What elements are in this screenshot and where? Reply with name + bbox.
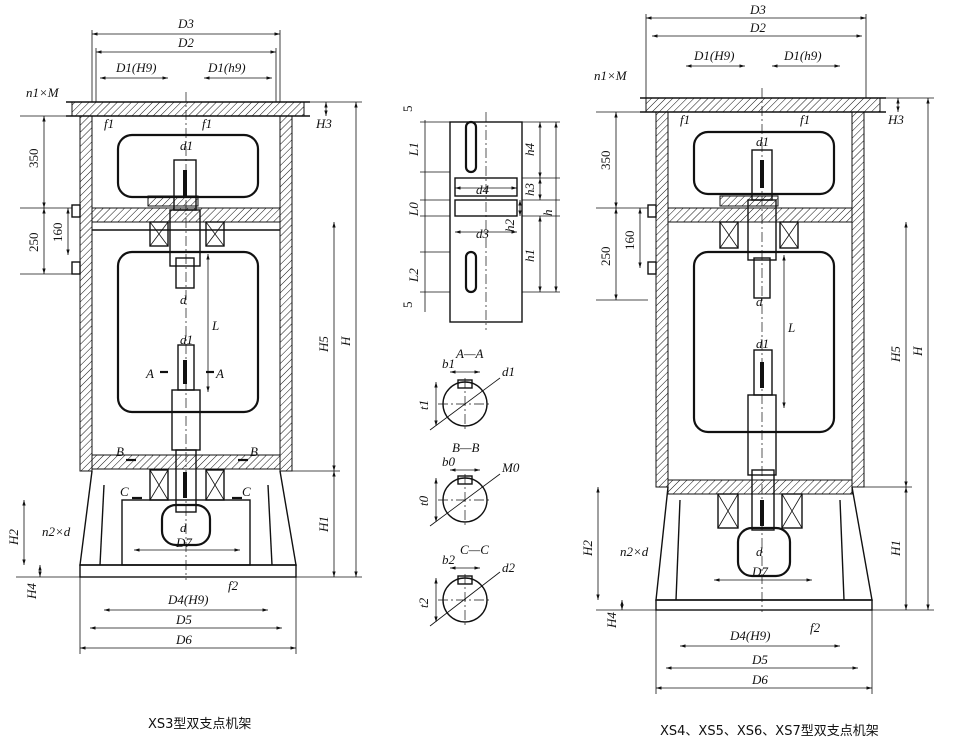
label-H4-right: H4 bbox=[604, 612, 619, 629]
label-d1-mid-left: d1 bbox=[180, 332, 193, 347]
label-D7-right: D7 bbox=[751, 564, 768, 579]
label-d-bottom-left: d bbox=[180, 520, 187, 535]
label-n2d-left: n2×d bbox=[42, 524, 71, 539]
label-H-right: H bbox=[910, 346, 925, 357]
label-section-BB: B—B bbox=[452, 440, 480, 455]
caption-left: XS3型双支点机架 bbox=[148, 717, 251, 732]
label-H5-right: H5 bbox=[888, 346, 903, 363]
label-A1-left: A bbox=[145, 366, 154, 381]
label-D1-h9-right: D1(h9) bbox=[783, 48, 822, 63]
label-D1-H9-left: D1(H9) bbox=[115, 60, 156, 75]
label-d3: d3 bbox=[476, 226, 490, 241]
label-D4H9-left: D4(H9) bbox=[167, 592, 208, 607]
label-H2-right: H2 bbox=[580, 540, 595, 557]
label-L-right: L bbox=[787, 320, 795, 335]
label-t2: t2 bbox=[416, 597, 431, 608]
label-f1b-left: f1 bbox=[202, 116, 212, 131]
label-160-right: 160 bbox=[622, 231, 637, 251]
label-L-left: L bbox=[211, 318, 219, 333]
label-section-CC: C—C bbox=[460, 542, 489, 557]
label-d-bottom-right: d bbox=[756, 544, 763, 559]
label-h2: h2 bbox=[502, 219, 517, 233]
label-h4: h4 bbox=[522, 143, 537, 157]
label-350-left: 350 bbox=[26, 149, 41, 169]
label-L2: L2 bbox=[406, 268, 421, 283]
label-d-mid-right: d bbox=[756, 294, 763, 309]
label-D5-right: D5 bbox=[751, 652, 768, 667]
label-d1-section: d1 bbox=[502, 364, 515, 379]
label-t1: t1 bbox=[416, 400, 431, 410]
label-H3-left: H3 bbox=[315, 116, 332, 131]
label-h3: h3 bbox=[522, 183, 537, 197]
label-L0: L0 bbox=[406, 202, 421, 217]
label-f2-right: f2 bbox=[810, 620, 821, 635]
label-section-AA: A—A bbox=[455, 346, 484, 361]
label-D5-left: D5 bbox=[175, 612, 192, 627]
shaft-detail bbox=[420, 112, 560, 627]
label-d2: d2 bbox=[502, 560, 516, 575]
label-B2-left: B bbox=[250, 444, 258, 459]
label-D6-right: D6 bbox=[751, 672, 768, 687]
label-D7-left: D7 bbox=[175, 535, 192, 550]
label-H-left: H bbox=[338, 336, 353, 347]
label-f1b-right: f1 bbox=[800, 112, 810, 127]
label-f1a-right: f1 bbox=[680, 112, 690, 127]
label-5-bottom: 5 bbox=[400, 302, 415, 309]
label-d-mid-left: d bbox=[180, 292, 187, 307]
label-n2d-right: n2×d bbox=[620, 544, 649, 559]
label-C1-left: C bbox=[120, 484, 129, 499]
label-D6-left: D6 bbox=[175, 632, 192, 647]
caption-right: XS4、XS5、XS6、XS7型双支点机架 bbox=[660, 724, 879, 739]
label-L1: L1 bbox=[406, 142, 421, 157]
label-D2: D2 bbox=[177, 35, 194, 50]
label-b2: b2 bbox=[442, 552, 456, 567]
label-A2-left: A bbox=[215, 366, 224, 381]
label-f1a-left: f1 bbox=[104, 116, 114, 131]
label-D1-h9-left: D1(h9) bbox=[207, 60, 246, 75]
label-d4: d4 bbox=[476, 182, 490, 197]
left-frame bbox=[16, 30, 362, 654]
label-t0: t0 bbox=[416, 495, 431, 506]
label-b1: b1 bbox=[442, 356, 455, 371]
label-250-left: 250 bbox=[26, 233, 41, 253]
label-C2-left: C bbox=[242, 484, 251, 499]
label-H2-left: H2 bbox=[6, 529, 21, 546]
label-h: h bbox=[540, 210, 555, 217]
right-frame bbox=[596, 14, 934, 694]
label-d1-top-left: d1 bbox=[180, 138, 193, 153]
label-b0: b0 bbox=[442, 454, 456, 469]
label-H5-left: H5 bbox=[316, 336, 331, 353]
label-H3-right: H3 bbox=[887, 112, 904, 127]
label-D3-right: D3 bbox=[749, 2, 766, 17]
label-D4H9-right: D4(H9) bbox=[729, 628, 770, 643]
label-D3: D3 bbox=[177, 16, 194, 31]
label-h1: h1 bbox=[522, 249, 537, 262]
label-f2-left: f2 bbox=[228, 578, 239, 593]
label-D1-H9-right: D1(H9) bbox=[693, 48, 734, 63]
label-H1-right: H1 bbox=[888, 540, 903, 557]
label-n1M-left: n1×M bbox=[26, 85, 60, 100]
label-D2-right: D2 bbox=[749, 20, 766, 35]
label-n1M-right: n1×M bbox=[594, 68, 628, 83]
label-d1-top-right: d1 bbox=[756, 134, 769, 149]
label-160-left: 160 bbox=[50, 223, 65, 243]
label-250-right: 250 bbox=[598, 247, 613, 267]
label-H1-left: H1 bbox=[316, 516, 331, 533]
label-B1-left: B bbox=[116, 444, 124, 459]
label-H4-left: H4 bbox=[24, 583, 39, 600]
label-d1-mid-right: d1 bbox=[756, 336, 769, 351]
label-M0: M0 bbox=[501, 460, 520, 475]
label-5-top: 5 bbox=[400, 106, 415, 113]
label-350-right: 350 bbox=[598, 151, 613, 171]
